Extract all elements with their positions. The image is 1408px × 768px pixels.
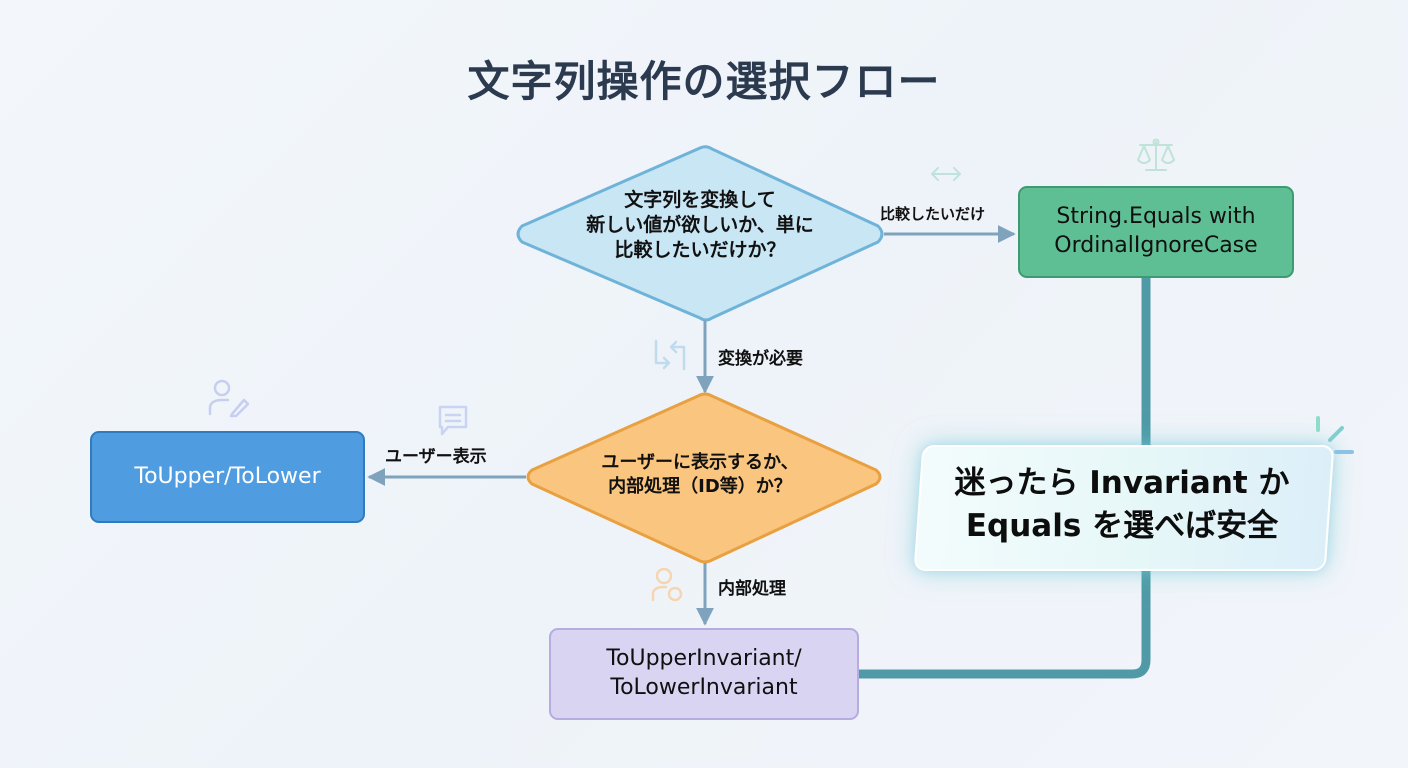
toupper-node-line: ToUpper/ToLower (134, 463, 321, 489)
swap-arrows-icon (654, 339, 686, 371)
decision-transform-line: 文字列を変換して (624, 189, 776, 211)
decision-transform-line: 比較したいだけか？ (614, 239, 786, 262)
tip-callout-text: 迷ったら Invariant か Equals を選べば安全 (918, 462, 1326, 548)
user-edit-icon (208, 379, 250, 418)
user-gear-icon (651, 567, 683, 602)
equals-node-line: OrdinalIgnoreCase (1054, 233, 1258, 258)
equals-node[interactable]: String.Equals with OrdinalIgnoreCase (1018, 186, 1294, 278)
edge-label-user-display: ユーザー表示 (385, 447, 487, 467)
decision-transform-line: 新しい値が欲しいか、単に (586, 214, 814, 237)
edge-label-internal-processing: 内部処理 (718, 579, 786, 599)
decision-display-line: ユーザーに表示するか、 (601, 452, 799, 473)
decision-transform-diamond[interactable] (516, 145, 884, 322)
decision-display-diamond[interactable] (526, 392, 882, 564)
merge-line (859, 278, 1151, 679)
decision-display-line: 内部処理（ID等）か？ (608, 475, 792, 497)
chat-bubble-icon (438, 405, 468, 436)
decision-display-text: ユーザーに表示するか、 内部処理（ID等）か？ (540, 451, 860, 499)
page-title: 文字列操作の選択フロー (467, 57, 941, 106)
tip-callout-line: 迷ったら Invariant か (954, 465, 1290, 501)
balance-scale-icon (1137, 138, 1175, 171)
equals-node-line: String.Equals with (1056, 204, 1256, 230)
tip-callout-line: Equals を選べば安全 (965, 507, 1279, 544)
invariant-node-line: ToUpperInvariant/ (606, 646, 802, 672)
left-right-arrow-icon (931, 167, 961, 181)
edge-label-needs-conversion: 変換が必要 (718, 349, 803, 369)
invariant-node[interactable]: ToUpperInvariant/ ToLowerInvariant (549, 628, 859, 720)
sparkle-icon (1316, 416, 1354, 454)
invariant-node-line: ToLowerInvariant (610, 675, 798, 700)
toupper-node[interactable]: ToUpper/ToLower (90, 431, 365, 523)
edge-label-compare-only: 比較したいだけ (880, 205, 986, 223)
decision-transform-text: 文字列を変換して 新しい値が欲しいか、単に 比較したいだけか？ (540, 188, 860, 263)
